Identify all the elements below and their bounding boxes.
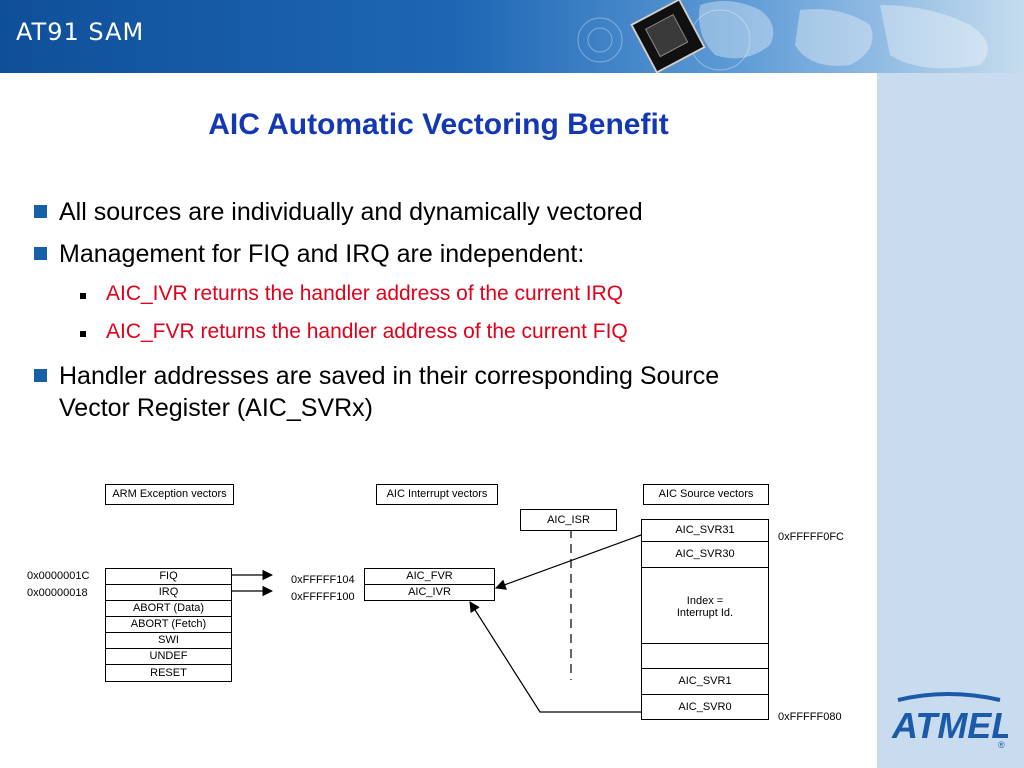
arm-row-label: FIQ xyxy=(159,570,178,582)
svr30-label: AIC_SVR30 xyxy=(675,548,735,560)
arm-row: SWI xyxy=(105,632,232,649)
arm-row-label: RESET xyxy=(150,667,187,679)
index-label: Index = xyxy=(686,595,724,607)
arm-row: FIQ xyxy=(105,568,232,585)
sub-bullet-icon xyxy=(80,331,86,337)
aic-ivr-label: AIC_IVR xyxy=(408,586,451,598)
arm-exception-vectors-header: ARM Exception vectors xyxy=(105,484,234,505)
aic-header-label: AIC Interrupt vectors xyxy=(386,488,488,500)
atmel-logo-icon: ATMEL ® xyxy=(891,692,1013,750)
addr-aic-ivr: 0xFFFFF100 xyxy=(291,591,355,603)
arm-row-label: ABORT (Data) xyxy=(132,602,205,614)
addr-fiq: 0x0000001C xyxy=(27,570,90,582)
svr1-box: AIC_SVR1 xyxy=(641,668,769,695)
aic-source-vectors-header: AIC Source vectors xyxy=(643,484,769,505)
atmel-logo-text: ATMEL xyxy=(891,705,1008,746)
arm-row-label: UNDEF xyxy=(149,650,188,662)
arm-row-label: ABORT (Fetch) xyxy=(130,618,207,630)
bullet-2: Management for FIQ and IRQ are independe… xyxy=(59,240,585,268)
arm-row-label: IRQ xyxy=(158,586,179,598)
brand-logo-text: AT91 SAM xyxy=(16,18,145,46)
arm-row: IRQ xyxy=(105,584,232,601)
arm-row: ABORT (Data) xyxy=(105,600,232,617)
bullet-1: All sources are individually and dynamic… xyxy=(59,198,643,226)
svr0-label: AIC_SVR0 xyxy=(678,701,732,713)
aic-ivr-box: AIC_IVR xyxy=(364,584,495,601)
arm-header-label: ARM Exception vectors xyxy=(112,488,227,500)
arm-row: ABORT (Fetch) xyxy=(105,616,232,633)
arm-row-label: SWI xyxy=(158,634,179,646)
arm-row: UNDEF xyxy=(105,648,232,665)
bullet-square-icon xyxy=(34,205,47,218)
bullet-3-line2: Vector Register (AIC_SVRx) xyxy=(59,394,373,422)
addr-bottom: 0xFFFFF080 xyxy=(778,711,842,723)
addr-top: 0xFFFFF0FC xyxy=(778,531,844,543)
svr31-box: AIC_SVR31 xyxy=(641,519,769,542)
aic-interrupt-vectors-header: AIC Interrupt vectors xyxy=(376,484,498,505)
interrupt-id-label: Interrupt Id. xyxy=(676,607,734,619)
registered-mark: ® xyxy=(998,740,1005,750)
aic-fvr-label: AIC_FVR xyxy=(406,570,453,582)
svr-gap-box xyxy=(641,643,769,669)
addr-irq: 0x00000018 xyxy=(27,587,88,599)
bullet-square-icon xyxy=(34,247,47,260)
addr-aic-fvr: 0xFFFFF104 xyxy=(291,574,355,586)
svr1-label: AIC_SVR1 xyxy=(678,675,732,687)
bullet-square-icon xyxy=(34,369,47,382)
bullet-3-line1: Handler addresses are saved in their cor… xyxy=(59,362,720,390)
src-header-label: AIC Source vectors xyxy=(658,488,754,500)
sub-bullet-icon xyxy=(80,293,86,299)
isr-label: AIC_ISR xyxy=(547,514,590,526)
header-banner: AT91 SAM xyxy=(0,0,1024,73)
aic-fvr-box: AIC_FVR xyxy=(364,568,495,585)
sub-bullet-2: AIC_FVR returns the handler address of t… xyxy=(106,320,628,343)
aic-isr-box: AIC_ISR xyxy=(520,509,617,531)
svr31-label: AIC_SVR31 xyxy=(675,524,735,536)
index-region-box: Index = Interrupt Id. xyxy=(641,567,769,644)
world-map-graphic xyxy=(577,1,988,71)
svr0-box: AIC_SVR0 xyxy=(641,694,769,720)
svr30-box: AIC_SVR30 xyxy=(641,541,769,568)
sub-bullet-1: AIC_IVR returns the handler address of t… xyxy=(106,282,624,305)
slide-title: AIC Automatic Vectoring Benefit xyxy=(208,108,669,141)
arm-row: RESET xyxy=(105,664,232,682)
atmel-logo: ATMEL ® xyxy=(888,690,1013,750)
right-side-panel xyxy=(877,73,1024,768)
